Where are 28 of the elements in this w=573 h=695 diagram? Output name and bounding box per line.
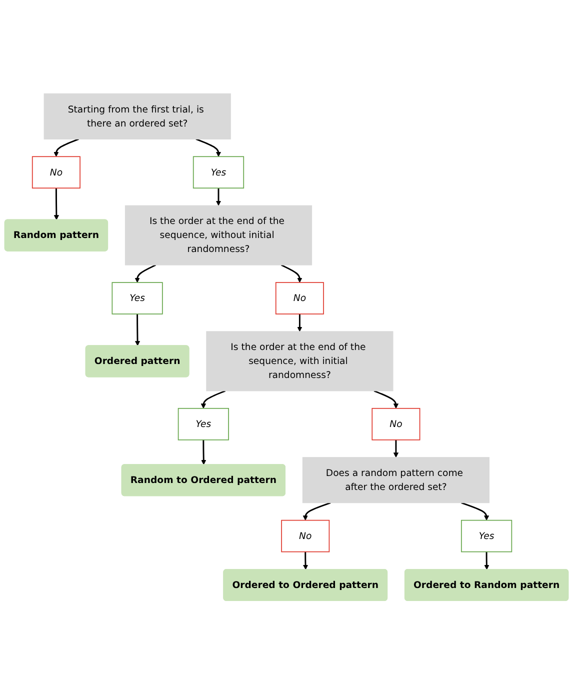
arrow xyxy=(484,552,490,570)
node-box: Yes xyxy=(112,282,163,315)
arrow xyxy=(201,440,206,466)
arrow xyxy=(393,440,399,458)
node-box: Yes xyxy=(192,156,244,189)
arrow xyxy=(302,552,308,570)
arrow xyxy=(216,188,222,206)
node-box: Is the order at the end of the sequence, without initial randomness? xyxy=(124,206,312,266)
arrow xyxy=(374,390,399,409)
node-box: Is the order at the end of the sequence, with initial randomness? xyxy=(206,331,394,392)
node-box: No xyxy=(275,282,324,315)
node-box: Yes xyxy=(460,520,512,553)
node-box: No xyxy=(32,156,80,189)
node-box: Starting from the first trial, is there an ordered set? xyxy=(44,94,231,140)
arrow xyxy=(461,502,490,521)
arrow xyxy=(134,314,140,346)
node-box: Does a random pattern come after the ordered set? xyxy=(302,457,490,504)
arrow xyxy=(196,138,222,158)
node-box: No xyxy=(281,520,330,553)
node-box: Yes xyxy=(178,408,229,441)
arrow xyxy=(200,390,226,409)
node-box: No xyxy=(372,408,420,441)
arrow xyxy=(54,138,80,158)
arrow xyxy=(134,264,156,284)
arrow xyxy=(297,314,302,332)
arrow xyxy=(280,264,302,284)
arrow xyxy=(54,188,59,220)
arrow xyxy=(302,502,331,521)
